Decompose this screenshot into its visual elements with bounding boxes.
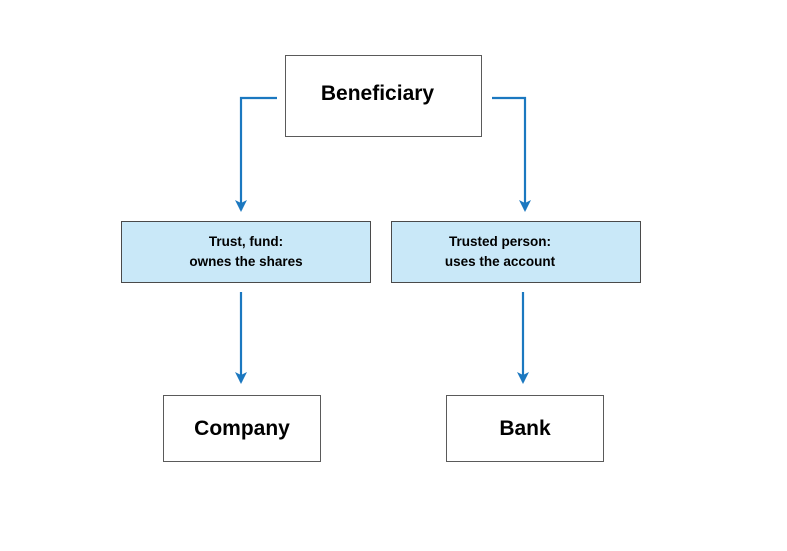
arrowhead-trusted-person — [519, 200, 531, 212]
trust-fund-node: Trust, fund: ownes the shares — [121, 221, 371, 283]
arrow-beneficiary-to-trust — [239, 96, 277, 210]
company-node: Company — [163, 395, 321, 462]
arrow-beneficiary-to-trusted-person — [492, 96, 527, 210]
arrowhead-bank — [517, 372, 529, 384]
arrowhead-trust — [235, 200, 247, 212]
bank-label: Bank — [499, 416, 551, 440]
trust-fund-label: Trust, fund: ownes the shares — [189, 234, 303, 269]
trusted-person-node: Trusted person: uses the account — [391, 221, 641, 283]
trusted-person-label: Trusted person: uses the account — [444, 234, 556, 269]
beneficiary-label: Beneficiary — [320, 82, 435, 105]
bank-node: Bank — [446, 395, 604, 462]
company-label: Company — [194, 416, 290, 440]
arrowhead-company — [235, 372, 247, 384]
beneficiary-node: Beneficiary — [285, 55, 482, 137]
